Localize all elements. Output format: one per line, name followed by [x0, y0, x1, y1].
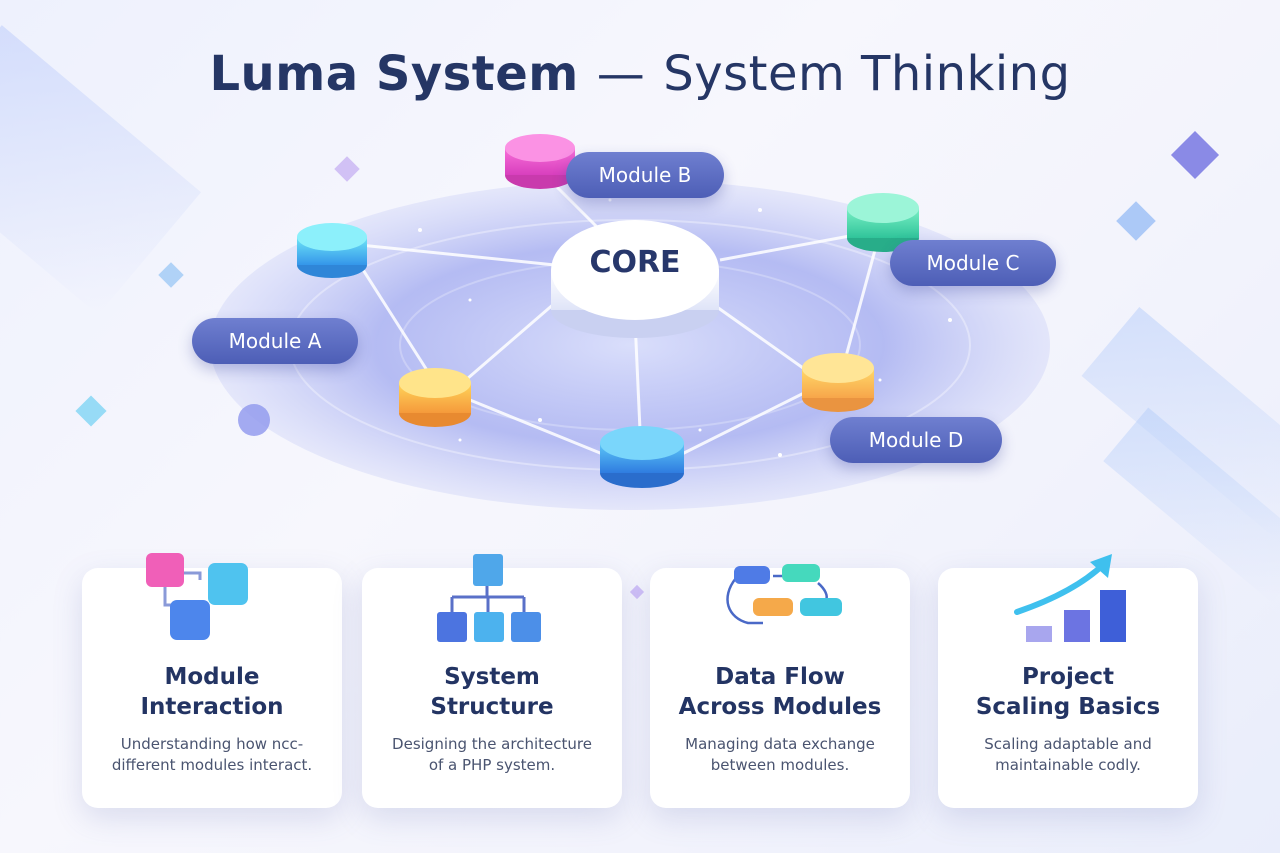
growth-chart-icon — [1014, 554, 1126, 642]
title-subtitle: System Thinking — [663, 46, 1071, 102]
module-c-label[interactable]: Module C — [890, 240, 1056, 286]
card-system-structure[interactable] — [362, 568, 622, 808]
module-d-label[interactable]: Module D — [830, 417, 1002, 463]
hierarchy-icon — [437, 554, 541, 642]
card-1-description: Understanding how ncc-different modules … — [111, 735, 313, 774]
page-title: Luma System — System Thinking — [0, 46, 1280, 102]
title-main: Luma System — [209, 46, 579, 102]
node-orange-left[interactable] — [399, 368, 471, 427]
title-dash: — — [596, 46, 646, 102]
node-blue-bottom[interactable] — [600, 426, 684, 488]
module-a-label[interactable]: Module A — [192, 318, 358, 364]
node-orange-right[interactable] — [802, 353, 874, 412]
node-cyan[interactable] — [297, 223, 367, 278]
card-module-interaction[interactable] — [82, 568, 342, 808]
data-flow-icon — [726, 564, 842, 625]
card-project-scaling[interactable] — [938, 568, 1198, 808]
module-b-label[interactable]: Module B — [566, 152, 724, 198]
core-node[interactable] — [551, 220, 719, 338]
module-interaction-icon — [146, 553, 248, 640]
node-pink[interactable] — [505, 134, 575, 189]
core-label: CORE — [589, 245, 681, 280]
